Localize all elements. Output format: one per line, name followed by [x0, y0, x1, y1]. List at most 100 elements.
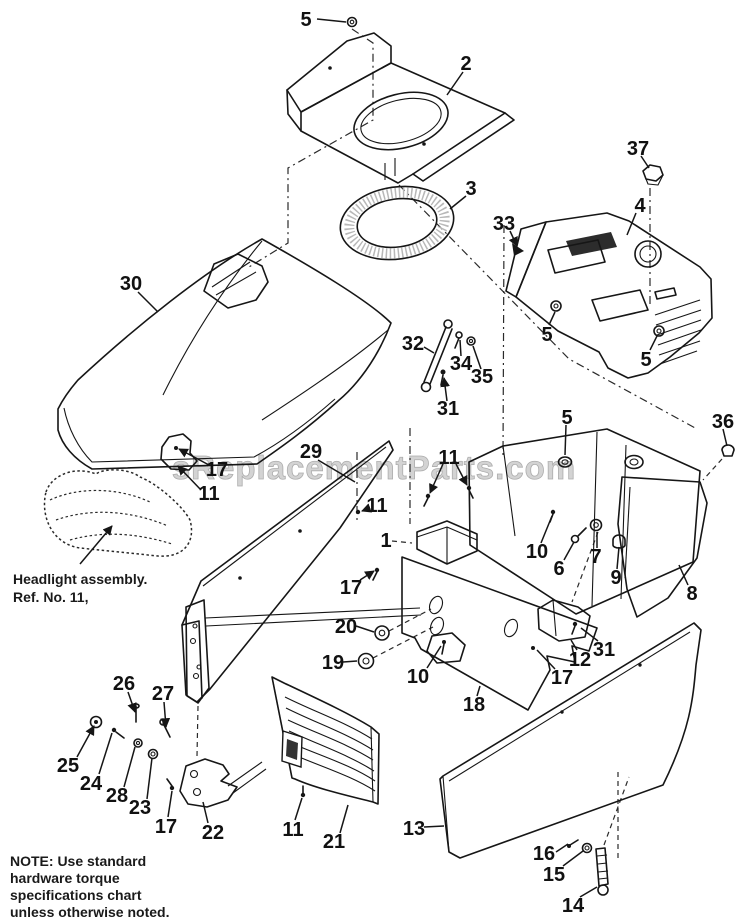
part-label-16: 16: [533, 843, 555, 865]
part-label-31-lower: 31: [593, 639, 615, 661]
hinge-strap-and-bracket-22: [179, 599, 422, 808]
nut-25: [89, 715, 103, 729]
part-8-side-panel: [617, 476, 708, 618]
part-label-36: 36: [712, 411, 734, 433]
part-label-6: 6: [553, 558, 564, 580]
bolt-34: [455, 331, 463, 339]
part-label-33: 33: [493, 213, 515, 235]
part-label-11-latch: 11: [198, 483, 219, 505]
part-number-labels: 5 2 3 37 4 33 30 32 34 35 31 5 5 5 36 11…: [57, 9, 734, 917]
bolt-31-upper: [440, 369, 446, 375]
part-3-ring: [339, 185, 455, 261]
headlight-note-line2: Ref. No. 11,: [13, 589, 88, 605]
washer-28: [133, 738, 143, 748]
part-label-9: 9: [610, 567, 621, 589]
headlight-assembly: [43, 469, 193, 557]
leader-lines: [76, 18, 728, 898]
washer-20: [374, 625, 390, 641]
fasteners-bottom-left: [89, 703, 306, 798]
cap-9: [612, 534, 626, 549]
headlight-note: Headlight assembly. Ref. No. 11,: [13, 571, 147, 605]
note-line2: hardware torque: [10, 870, 120, 886]
note-line1: NOTE: Use standard: [10, 853, 146, 869]
part-label-4: 4: [634, 195, 646, 217]
part-label-17-center: 17: [340, 577, 362, 599]
part-label-13: 13: [403, 818, 425, 840]
part-label-10-lower: 10: [407, 666, 429, 688]
part-label-7: 7: [590, 546, 601, 568]
part-label-34: 34: [450, 353, 473, 375]
part-label-30: 30: [120, 273, 142, 295]
part-30-hood: [57, 238, 392, 471]
part-label-11-grille: 11: [282, 819, 303, 841]
part-33-clip: [512, 243, 524, 256]
screw-16: [569, 839, 579, 846]
part-label-14: 14: [562, 895, 585, 917]
part-label-11-panel: 11: [366, 495, 387, 517]
headlight-note-line1: Headlight assembly.: [13, 571, 147, 587]
part-label-20: 20: [335, 616, 357, 638]
part-label-28: 28: [106, 785, 128, 807]
nut-5-tank: [557, 456, 573, 468]
screw-6: [570, 534, 580, 544]
screw-5-top: [346, 16, 358, 28]
nut-5-dash-left: [550, 300, 562, 312]
part-label-23: 23: [129, 797, 151, 819]
part-label-27: 27: [152, 683, 174, 705]
screw-24: [111, 727, 117, 733]
part-label-12: 12: [569, 649, 591, 671]
part-label-29: 29: [300, 441, 322, 463]
screw-31-lower: [572, 621, 578, 627]
washer-15: [581, 842, 593, 854]
part-label-10-upper: 10: [526, 541, 548, 563]
part-label-3: 3: [465, 178, 476, 200]
part-label-5-top: 5: [300, 9, 311, 31]
note-line4: unless otherwise noted.: [10, 904, 169, 920]
part-37-cap: [642, 164, 664, 186]
part-1-bracket: [416, 520, 478, 565]
part-label-17-plate: 17: [551, 667, 573, 689]
part-label-22: 22: [202, 822, 224, 844]
note-line3: specifications chart: [10, 887, 142, 903]
hardware-torque-note: NOTE: Use standard hardware torque speci…: [10, 853, 169, 920]
part-label-1: 1: [380, 530, 391, 552]
part-label-17-bl: 17: [155, 816, 177, 838]
part-10-bracket: [426, 632, 466, 664]
part-label-18: 18: [463, 694, 485, 716]
part-label-5-dash-right: 5: [640, 349, 651, 371]
nut-5-dash-right: [653, 325, 665, 337]
part-32-link-rod: [420, 319, 476, 393]
washer-35: [466, 336, 476, 346]
part-label-25: 25: [57, 755, 79, 777]
part-12-bracket: [537, 599, 591, 642]
part-label-32: 32: [402, 333, 424, 355]
small-hardware-center: [549, 444, 735, 549]
part-label-5-dash-left: 5: [541, 324, 552, 346]
washer-23: [147, 748, 159, 760]
part-label-8: 8: [686, 583, 697, 605]
part-label-17-latch: 17: [206, 459, 228, 481]
screw-17-bottom-left: [169, 785, 175, 791]
fasteners-5: [346, 16, 665, 468]
washer-7: [589, 518, 603, 532]
part-label-19: 19: [322, 652, 344, 674]
part-label-24: 24: [80, 773, 103, 795]
part-label-15: 15: [543, 864, 565, 886]
part-label-26: 26: [113, 673, 135, 695]
assembly-axis-lines: [196, 28, 723, 858]
part-label-5-tank: 5: [561, 407, 572, 429]
part-21-grille: [271, 676, 380, 805]
screw-10-upper: [550, 509, 556, 515]
watermark-text: sReplacementParts.com: [172, 449, 576, 486]
part-label-35: 35: [471, 366, 493, 388]
part-label-2: 2: [460, 53, 471, 75]
dash-grille-slats: [654, 299, 702, 365]
part-label-21: 21: [323, 831, 345, 853]
hinge-pin-14-15-16: [567, 839, 609, 896]
part-2-top-cover: [286, 32, 515, 184]
part-4-dash-console: [505, 212, 713, 379]
part-label-31-upper: 31: [437, 398, 459, 420]
part-label-11-center: 11: [438, 447, 459, 469]
